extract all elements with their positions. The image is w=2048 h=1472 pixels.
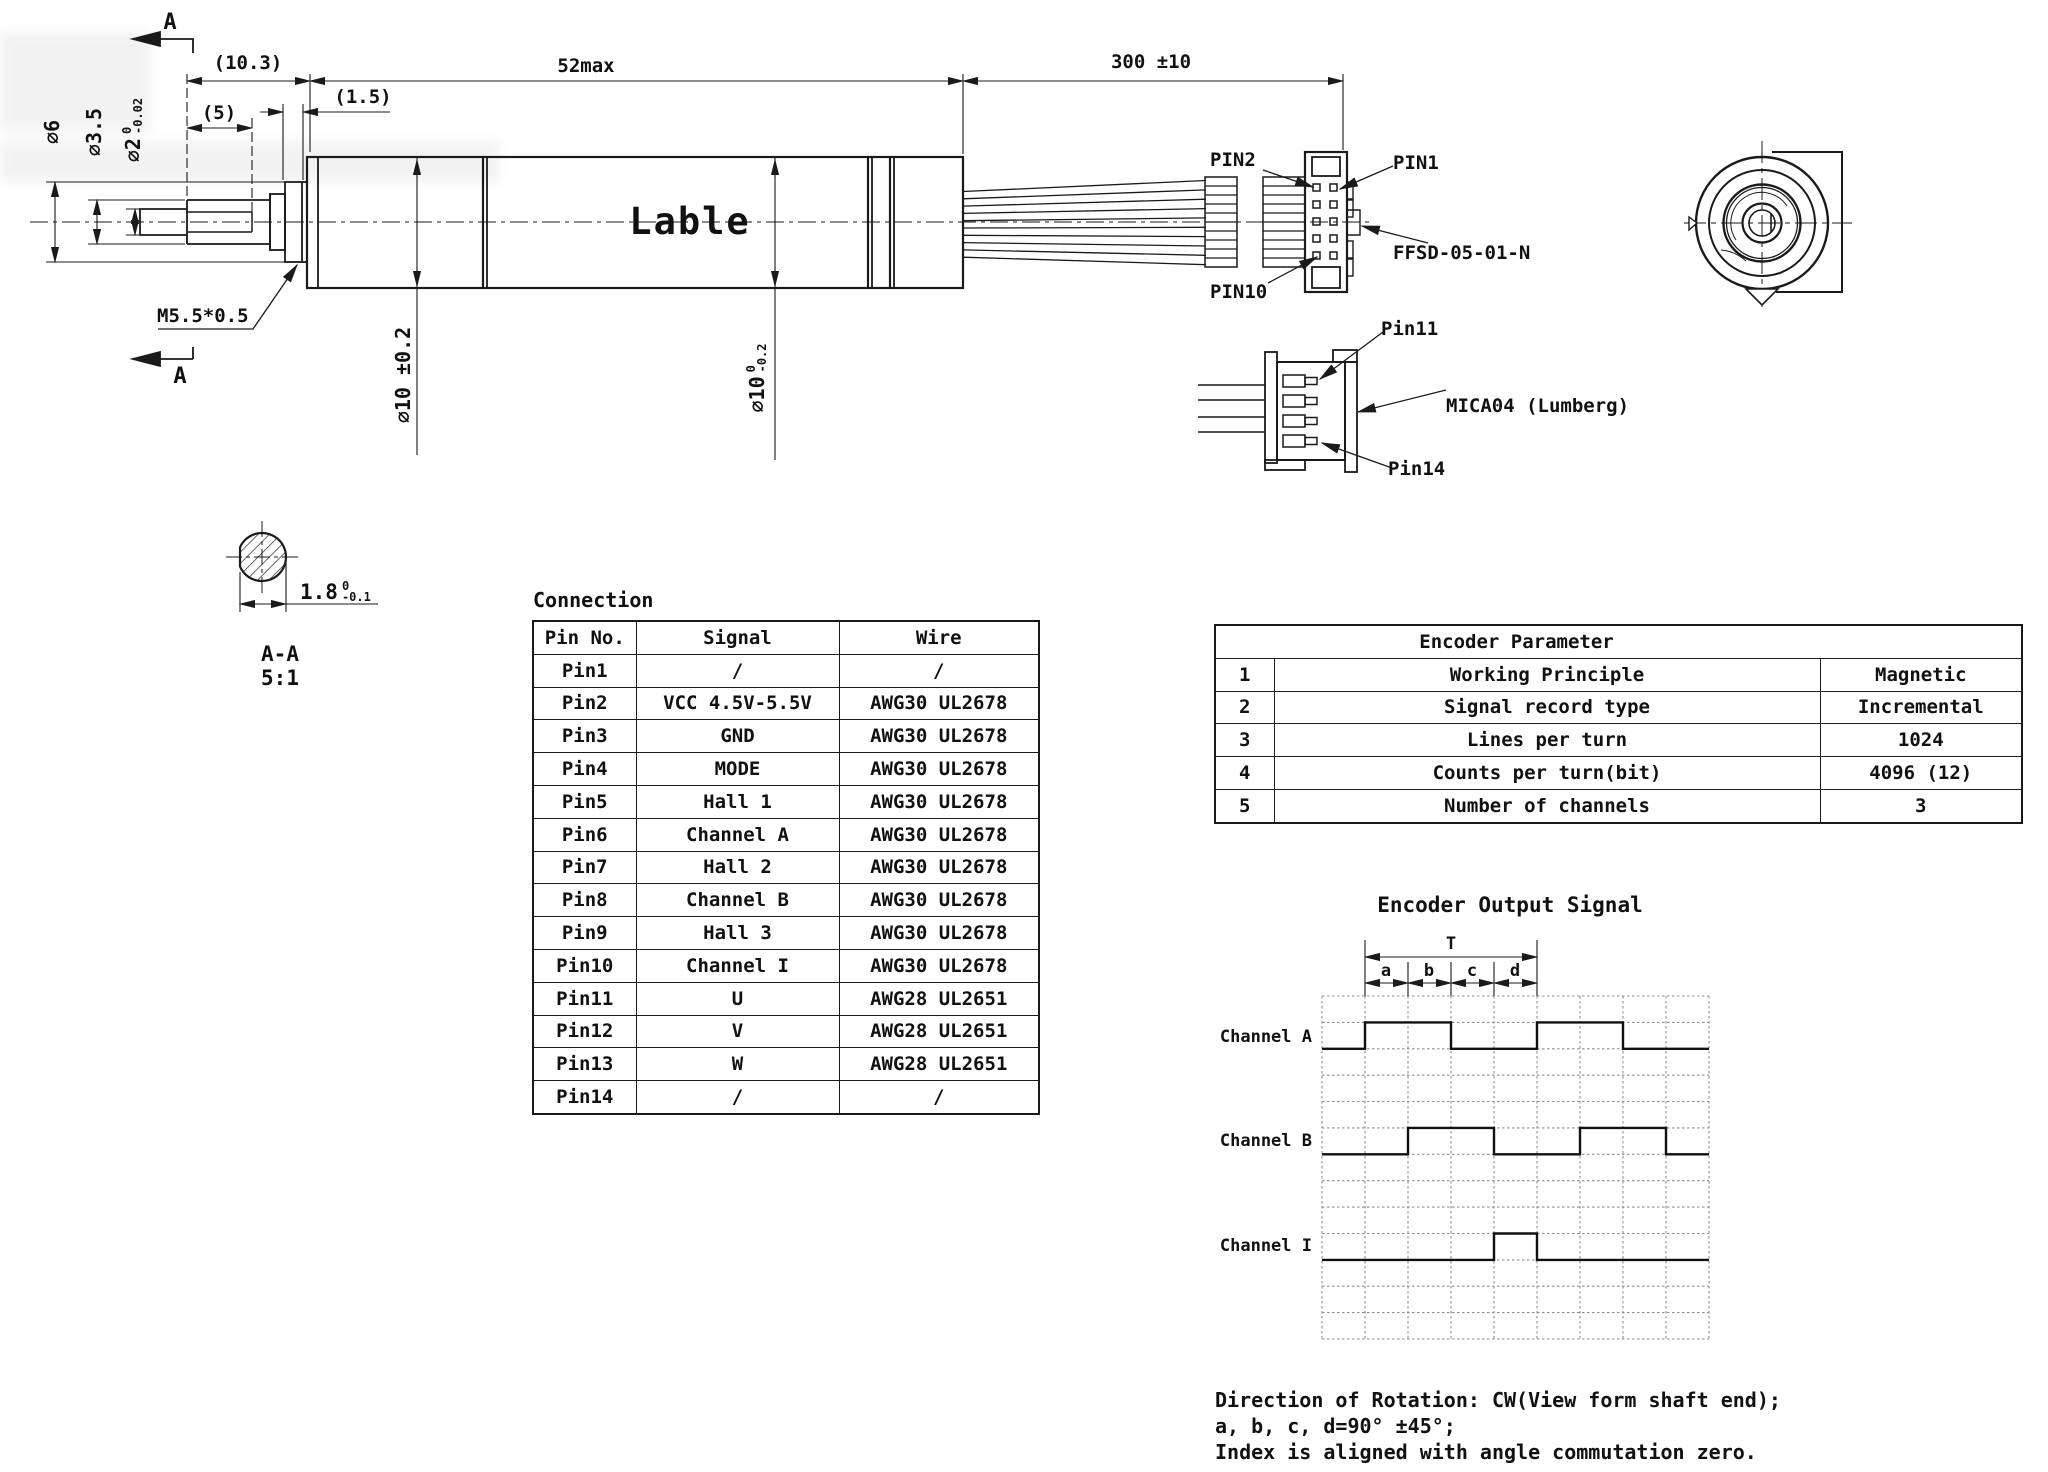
terminal-block <box>1772 151 1843 293</box>
end-view <box>1684 141 1852 307</box>
mica04-connector <box>1198 349 1358 473</box>
dim-body-length: 52max <box>557 55 615 77</box>
section-mark-bottom: A <box>173 364 187 389</box>
dim-cable-length: 300 ±10 <box>1110 51 1192 73</box>
polarize-tab <box>1347 209 1361 236</box>
phase-label-c: c <box>1466 961 1478 981</box>
pin-grid <box>1312 183 1338 260</box>
shaft <box>186 194 271 250</box>
latch <box>1311 156 1341 177</box>
section-mark-top: A <box>163 10 177 35</box>
leader-lines <box>158 165 1447 469</box>
thread-leader <box>158 263 298 330</box>
channel-a-label: Channel A <box>1219 1027 1312 1047</box>
label-pin1: PIN1 <box>1393 152 1439 174</box>
waveform-channel-a <box>1322 1021 1709 1050</box>
chart-dimensions <box>1363 940 1539 996</box>
connection-table-title: Connection <box>533 588 654 612</box>
dim-dia10-rear: ⌀10 0-0.2 <box>744 343 769 413</box>
section-name: A-A <box>261 642 299 666</box>
label-pin10: PIN10 <box>1210 281 1268 303</box>
label-ffsd: FFSD-05-01-N <box>1393 242 1531 264</box>
section-scale: 5:1 <box>261 666 299 690</box>
chart-grid <box>1321 995 1710 1340</box>
dim-dia2: ⌀2 0-0.02 <box>120 97 145 163</box>
waveform-channel-b <box>1322 1126 1709 1156</box>
motor-body <box>305 155 965 290</box>
timing-chart <box>1321 940 1710 1340</box>
note-phase: a, b, c, d=90° ±45°; <box>1215 1414 1456 1438</box>
shaft-flat <box>187 211 253 233</box>
phase-label-d: d <box>1509 961 1521 981</box>
dim-flat-length: (5) <box>201 102 237 124</box>
phase-label-b: b <box>1423 961 1435 981</box>
motor-side-view <box>30 155 1370 290</box>
channel-i-label: Channel I <box>1219 1236 1312 1256</box>
table-row: Pin1// <box>532 653 1040 688</box>
dim-thread: M5.5*0.5 <box>157 305 249 327</box>
shaft-tip <box>139 208 187 236</box>
dim-spacer: (1.5) <box>334 86 392 108</box>
latch <box>1311 266 1341 289</box>
section-dim: 1.8 0-0.1 <box>300 579 371 604</box>
index-notch <box>1744 288 1780 307</box>
table-row: Pin14// <box>532 1080 1040 1115</box>
period-label: T <box>1445 934 1457 954</box>
chart-title: Encoder Output Signal <box>1377 893 1643 917</box>
wire-bundle <box>962 176 1306 268</box>
waveform-channel-i <box>1322 1232 1709 1262</box>
dim-dia6: ⌀6 <box>40 119 64 145</box>
note-rotation: Direction of Rotation: CW(View form shaf… <box>1215 1388 1781 1412</box>
label-mica04: MICA04 (Lumberg) <box>1446 395 1630 417</box>
label-pin14: Pin14 <box>1388 458 1446 480</box>
channel-b-label: Channel B <box>1219 1131 1312 1151</box>
note-index: Index is aligned with angle commutation … <box>1215 1440 1757 1464</box>
label-pin11: Pin11 <box>1381 318 1439 340</box>
phase-label-a: a <box>1380 961 1392 981</box>
watermark-smudge <box>0 32 150 132</box>
dim-dia3-5: ⌀3.5 <box>82 107 106 157</box>
table-title-row: Encoder Parameter <box>1214 624 2023 659</box>
dimension-lines <box>46 30 1345 460</box>
dim-dia10-front: ⌀10 ±0.2 <box>391 326 415 424</box>
section-a-a <box>226 521 378 612</box>
key-notch <box>1688 215 1699 232</box>
label-pin2: PIN2 <box>1210 149 1256 171</box>
dim-protrusion: (10.3) <box>213 52 283 74</box>
motor-body-label: Lable <box>629 200 751 243</box>
pin-contacts <box>1282 374 1318 448</box>
